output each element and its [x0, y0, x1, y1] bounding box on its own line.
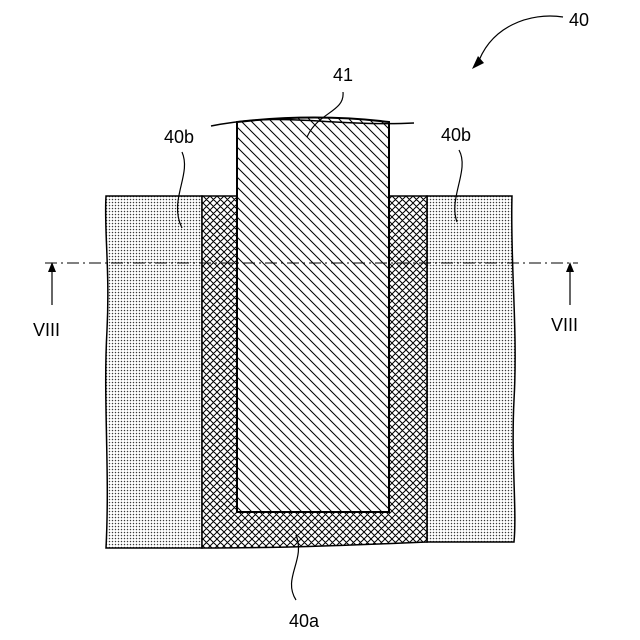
section-arrow-left — [48, 262, 56, 305]
label-assembly: 40 — [569, 10, 589, 30]
label-inner: 40a — [289, 611, 320, 631]
label-outer-right: 40b — [441, 125, 471, 145]
leader-assembly — [477, 16, 563, 66]
leader-assembly-arrow — [472, 56, 484, 69]
member-body — [237, 118, 389, 513]
label-outer-left: 40b — [164, 127, 194, 147]
label-section-right: VIII — [551, 315, 578, 335]
outer-region-left — [106, 196, 202, 548]
label-section-left: VIII — [33, 320, 60, 340]
label-member: 41 — [333, 65, 353, 85]
outer-region-right — [427, 196, 515, 542]
section-arrow-right — [566, 262, 574, 305]
